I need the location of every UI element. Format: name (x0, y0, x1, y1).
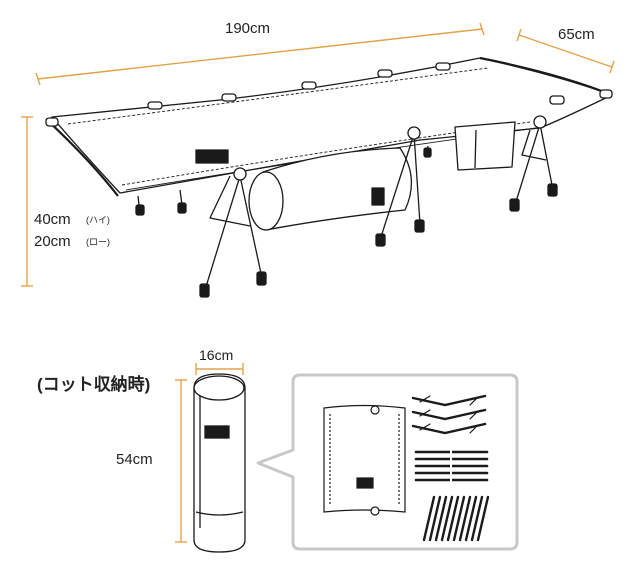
width-label: 65cm (558, 26, 595, 43)
dimension-lines (21, 22, 615, 543)
bag-logo-tag (204, 425, 230, 439)
cot-illustration (45, 56, 613, 298)
leg-assembly-parts (411, 394, 487, 435)
width-dimension-line (518, 34, 613, 68)
height-low-label: 20cm (34, 233, 71, 250)
logo-tag (195, 149, 229, 164)
stuff-bag (248, 147, 413, 231)
cross-bar-parts (422, 495, 490, 542)
stored-width-label: 16cm (199, 347, 233, 363)
stored-height-label: 54cm (116, 451, 153, 468)
height-high-label: 40cm (34, 211, 71, 228)
fabric-panel-part (323, 404, 406, 516)
height-low-note: (ロー) (86, 237, 110, 247)
stored-caption: (コット収納時) (37, 374, 150, 394)
storage-bag-illustration (193, 373, 246, 553)
length-dimension-line (37, 28, 483, 80)
side-pocket (454, 121, 516, 171)
side-pole-parts (414, 448, 489, 484)
height-high-note: (ハイ) (86, 215, 110, 225)
components-callout (256, 373, 519, 551)
length-label: 190cm (225, 20, 270, 37)
